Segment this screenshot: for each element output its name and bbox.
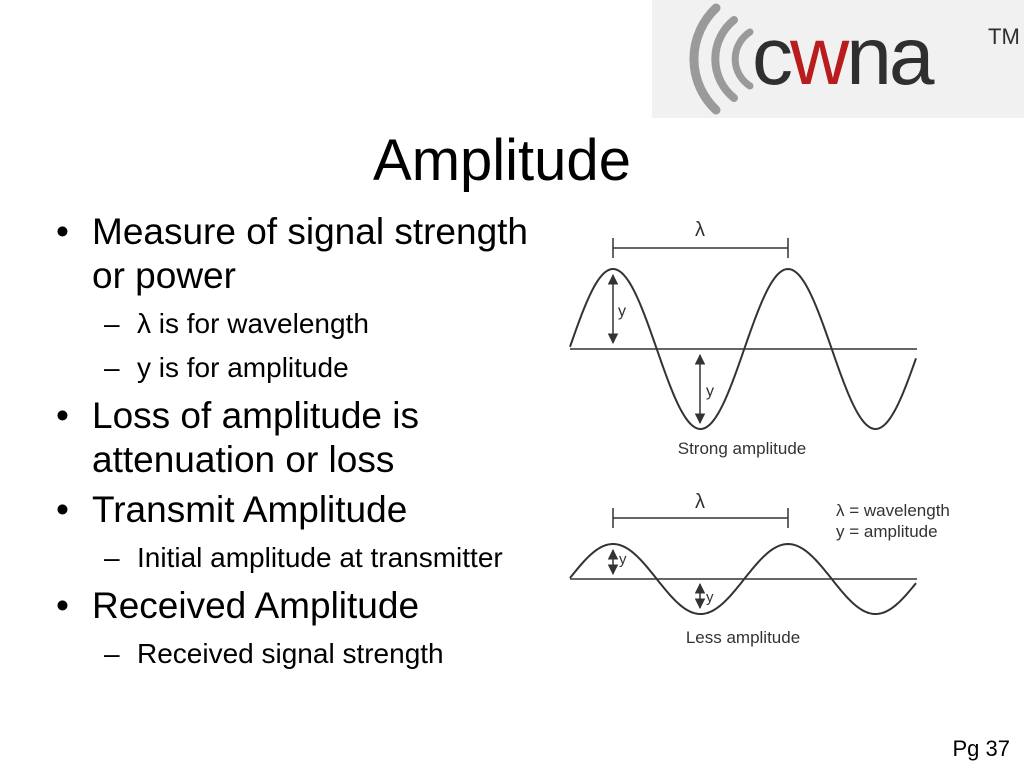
bullet-text: Loss of amplitude is attenuation or loss (92, 395, 420, 480)
bullet-marker: • (56, 395, 69, 436)
bullet-text: Received Amplitude (92, 585, 420, 626)
sub-bullet-item: –Received signal strength (92, 636, 542, 672)
bullet-item: • Received Amplitude –Received signal stre… (52, 584, 542, 672)
less-amplitude-diagram: λ y y Less amplitude (569, 491, 917, 647)
less-sine-wave (569, 542, 917, 615)
cwna-logo: cwna TM (652, 0, 1024, 118)
sub-bullet-text: Initial amplitude at transmitter (137, 542, 503, 573)
sub-bullet-marker: – (104, 638, 120, 669)
bullet-item: • Loss of amplitude is attenuation or los… (52, 394, 542, 482)
strong-amplitude-caption: Strong amplitude (678, 439, 807, 458)
trademark-symbol: TM (988, 24, 1020, 49)
sub-bullet-text: y is for amplitude (137, 352, 349, 383)
lambda-label: λ (695, 219, 705, 241)
y-label-crest: y (619, 551, 627, 568)
page-number: Pg 37 (952, 736, 1011, 761)
diagram-legend: λ = wavelength y = amplitude (836, 501, 950, 541)
signal-waves-icon (689, 3, 754, 115)
sub-bullet-list: –λ is for wavelength–y is for amplitude (92, 306, 542, 386)
y-label-crest: y (618, 303, 626, 320)
slide-title: Amplitude (373, 128, 631, 193)
strong-sine-wave (569, 267, 917, 430)
logo-wordmark: cwna (752, 11, 935, 102)
bullet-text: Measure of signal strength or power (92, 211, 529, 296)
bullet-marker: • (56, 585, 69, 626)
y-label-trough: y (706, 589, 714, 606)
bullet-text: Transmit Amplitude (92, 489, 408, 530)
sub-bullet-list: –Received signal strength (92, 636, 542, 672)
bullet-list: •Measure of signal strength or power–λ i… (52, 210, 542, 680)
sub-bullet-item: –λ is for wavelength (92, 306, 542, 342)
lambda-label: λ (695, 491, 705, 513)
cwna-logo-graphic: cwna TM (689, 3, 1020, 115)
sub-bullet-item: –Initial amplitude at transmitter (92, 540, 542, 576)
strong-amplitude-diagram: λ y y Strong amplitude (569, 219, 917, 458)
sub-bullet-text: λ is for wavelength (137, 308, 369, 339)
less-amplitude-caption: Less amplitude (686, 628, 800, 647)
sub-bullet-marker: – (104, 542, 120, 573)
sub-bullet-text: Received signal strength (137, 638, 444, 669)
sub-bullet-marker: – (104, 352, 120, 383)
legend-wavelength: λ = wavelength (836, 501, 950, 520)
bullet-item: • Measure of signal strength or power –λ i… (52, 210, 542, 386)
bullet-marker: • (56, 211, 69, 252)
legend-amplitude: y = amplitude (836, 522, 938, 541)
bullet-marker: • (56, 489, 69, 530)
sub-bullet-item: –y is for amplitude (92, 350, 542, 386)
amplitude-diagram: λ y y Strong amplitude λ y y Less amplit… (569, 219, 950, 647)
sub-bullet-list: –Initial amplitude at transmitter (92, 540, 542, 576)
y-label-trough: y (706, 383, 714, 400)
bullet-item: • Transmit Amplitude –Initial amplitude at… (52, 488, 542, 576)
sub-bullet-marker: – (104, 308, 120, 339)
